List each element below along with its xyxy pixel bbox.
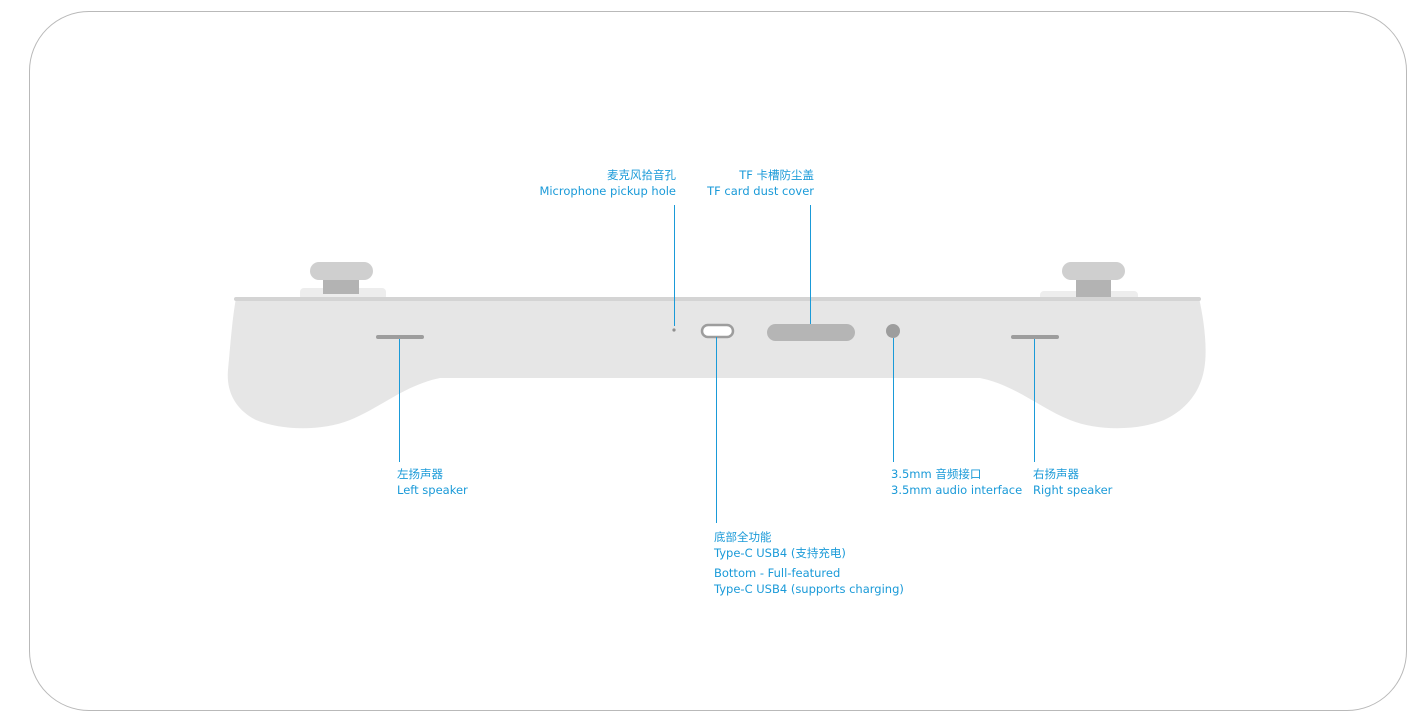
left-speaker-label: 左扬声器 Left speaker xyxy=(397,466,468,498)
tf-card-label-zh: TF 卡槽防尘盖 xyxy=(739,168,814,182)
usb-label-en2: Type-C USB4 (supports charging) xyxy=(714,582,904,596)
right-speaker-label: 右扬声器 Right speaker xyxy=(1033,466,1112,498)
microphone-label-en: Microphone pickup hole xyxy=(539,184,676,198)
microphone-hole xyxy=(672,328,676,332)
right-speaker-grille xyxy=(1011,335,1059,339)
audio-jack-label-zh: 3.5mm 音频接口 xyxy=(891,467,982,481)
usb-label-en1: Bottom - Full-featured xyxy=(714,566,841,580)
audio-jack-label-en: 3.5mm audio interface xyxy=(891,483,1023,497)
right-speaker-label-en: Right speaker xyxy=(1033,483,1113,497)
audio-jack xyxy=(886,324,900,338)
tf-card-label-en: TF card dust cover xyxy=(707,184,814,198)
left-speaker-label-zh: 左扬声器 xyxy=(397,467,443,481)
left-thumbstick xyxy=(300,262,386,300)
tf-card-cover xyxy=(767,324,855,341)
left-speaker-label-en: Left speaker xyxy=(397,483,468,497)
microphone-label: 麦克风拾音孔 Microphone pickup hole xyxy=(539,167,676,199)
usb-label: 底部全功能 Type-C USB4 (支持充电) Bottom - Full-f… xyxy=(714,529,904,597)
console-top-edge xyxy=(234,297,1201,301)
audio-jack-label: 3.5mm 音频接口 3.5mm audio interface xyxy=(891,466,1022,498)
right-thumbstick xyxy=(1040,262,1138,301)
handheld-console-bottom-view xyxy=(227,205,1206,523)
microphone-label-zh: 麦克风拾音孔 xyxy=(607,168,676,182)
usb-c-port xyxy=(700,323,735,339)
usb-label-zh1: 底部全功能 xyxy=(714,530,772,544)
usb-label-zh2: Type-C USB4 (支持充电) xyxy=(714,546,846,560)
tf-card-label: TF 卡槽防尘盖 TF card dust cover xyxy=(707,167,814,199)
left-speaker-grille xyxy=(376,335,424,339)
right-speaker-label-zh: 右扬声器 xyxy=(1033,467,1079,481)
